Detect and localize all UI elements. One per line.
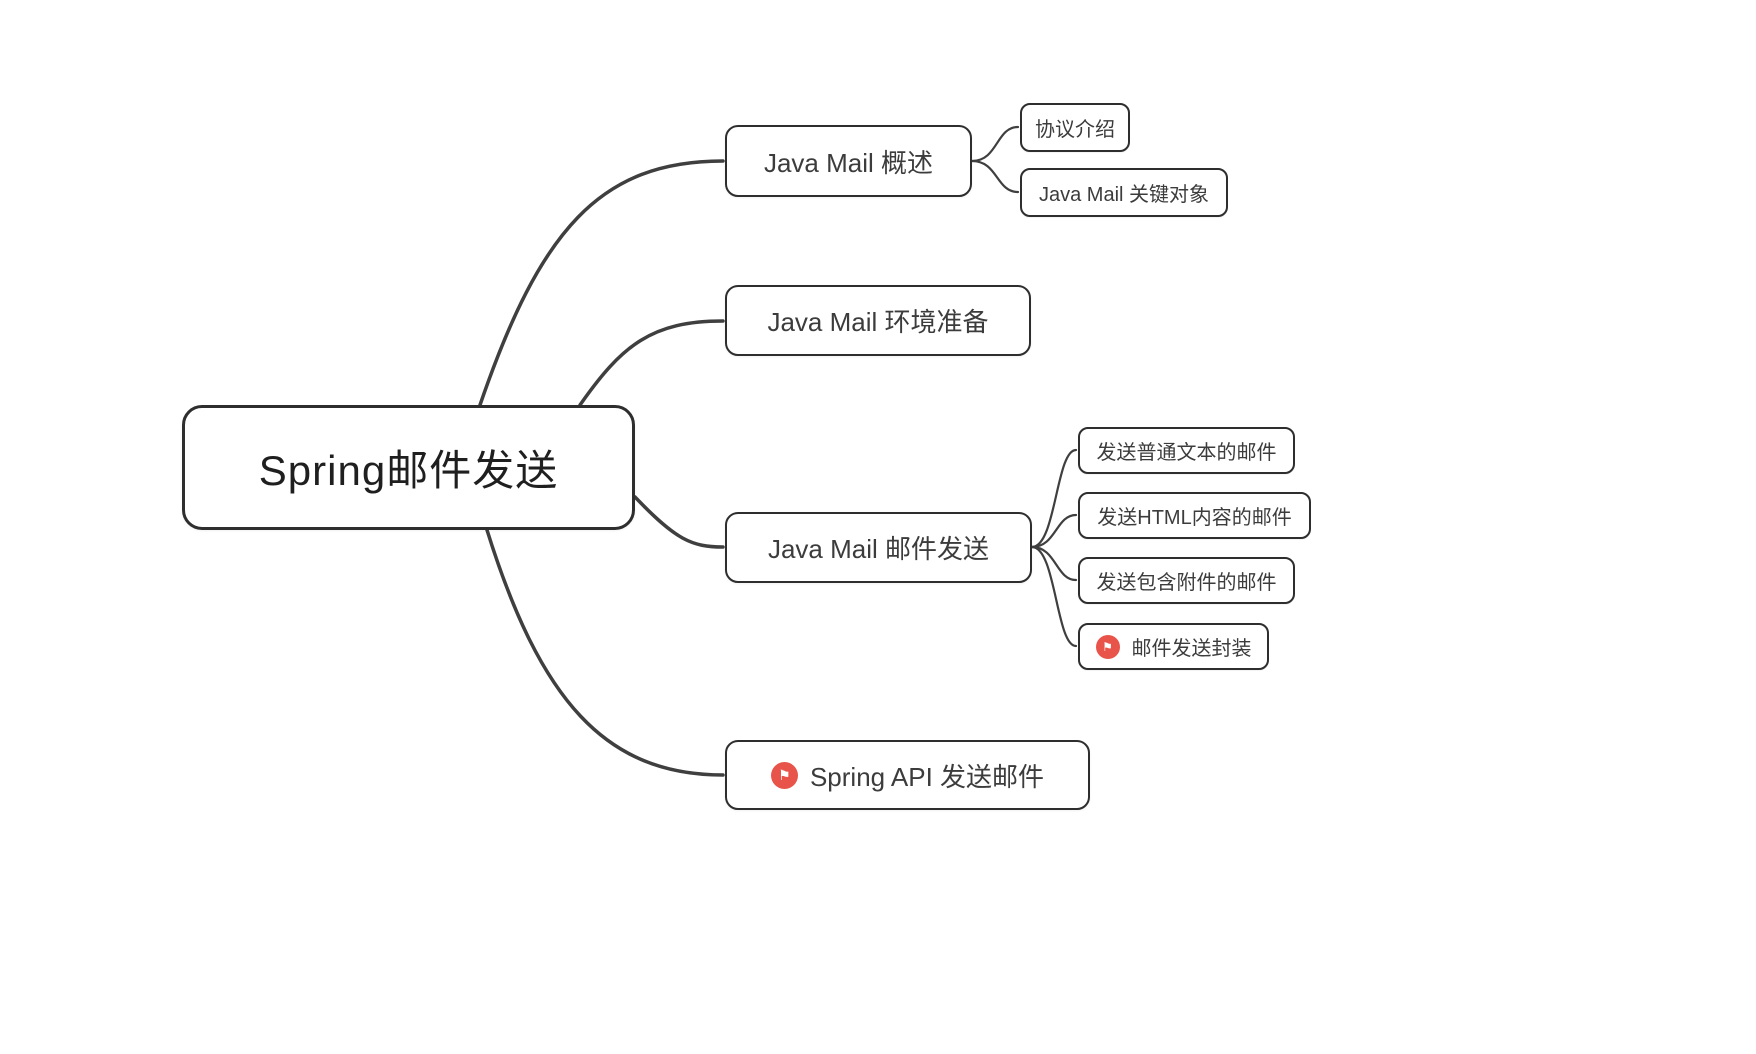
child-protocol-intro[interactable]: 协议介绍 bbox=[1020, 103, 1130, 152]
connector-send-to-encapsulation bbox=[1030, 545, 1078, 648]
connector-root-to-env bbox=[578, 319, 725, 407]
child-label: 发送包含附件的邮件 bbox=[1096, 572, 1277, 594]
branch-label: Spring API 发送邮件 bbox=[809, 761, 1045, 792]
connector-overview-to-protocol bbox=[970, 125, 1020, 163]
connector-send-to-attachment bbox=[1030, 545, 1078, 582]
connector-root-to-send bbox=[633, 495, 725, 549]
child-send-plain-text-mail[interactable]: 发送普通文本的邮件 bbox=[1078, 427, 1295, 474]
connector-send-to-plain-text bbox=[1030, 448, 1078, 549]
root-node-spring-mail[interactable]: Spring邮件发送 bbox=[182, 405, 635, 530]
child-label: 发送普通文本的邮件 bbox=[1096, 442, 1277, 464]
branch-label: Java Mail 概述 bbox=[763, 147, 934, 178]
child-label: 发送HTML内容的邮件 bbox=[1097, 507, 1292, 529]
child-label: 邮件发送封装 bbox=[1131, 638, 1252, 660]
branch-label: Java Mail 环境准备 bbox=[767, 307, 989, 337]
branch-java-mail-send[interactable]: Java Mail 邮件发送 bbox=[725, 512, 1032, 583]
child-send-attachment-mail[interactable]: 发送包含附件的邮件 bbox=[1078, 557, 1295, 604]
branch-label: Java Mail 邮件发送 bbox=[767, 534, 990, 564]
child-mail-send-encapsulation[interactable]: ⚑ 邮件发送封装 bbox=[1078, 623, 1269, 670]
child-label: 协议介绍 bbox=[1035, 119, 1115, 141]
flag-icon: ⚑ bbox=[770, 761, 798, 789]
connector-send-to-html bbox=[1030, 513, 1078, 549]
branch-spring-api-send-mail[interactable]: ⚑ Spring API 发送邮件 bbox=[725, 740, 1090, 810]
connector-overview-to-key-objects bbox=[970, 159, 1020, 194]
connector-root-to-spring-api bbox=[485, 528, 725, 777]
connector-root-to-overview bbox=[478, 159, 725, 407]
flag-icon: ⚑ bbox=[1095, 634, 1120, 659]
child-label: Java Mail 关键对象 bbox=[1038, 184, 1210, 206]
root-node-label: Spring邮件发送 bbox=[258, 447, 559, 494]
child-send-html-mail[interactable]: 发送HTML内容的邮件 bbox=[1078, 492, 1311, 539]
branch-java-mail-overview[interactable]: Java Mail 概述 bbox=[725, 125, 972, 197]
branch-java-mail-env-setup[interactable]: Java Mail 环境准备 bbox=[725, 285, 1031, 356]
child-java-mail-key-objects[interactable]: Java Mail 关键对象 bbox=[1020, 168, 1228, 217]
